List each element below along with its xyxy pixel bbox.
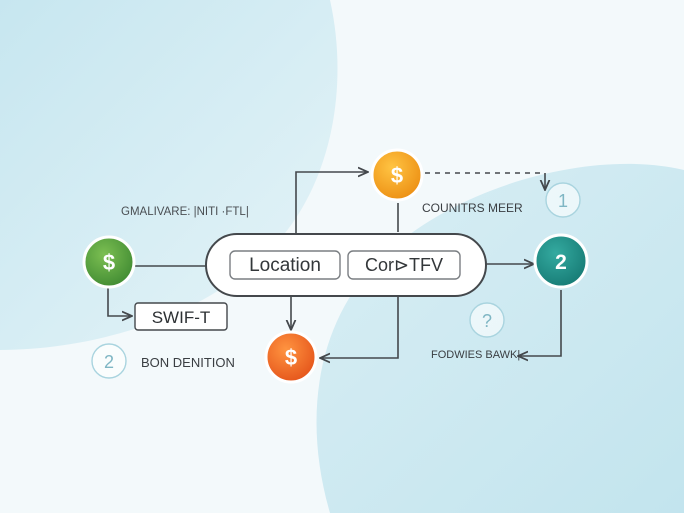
question-icon bbox=[469, 302, 505, 338]
dollar-icon: $ bbox=[103, 250, 115, 275]
background-blob-top-left bbox=[0, 0, 338, 350]
dollar-icon: $ bbox=[391, 163, 403, 188]
swift-label: SWIF-T bbox=[152, 308, 211, 327]
connector-pill-to-orange-top bbox=[295, 172, 368, 236]
badge-right-top-label: 1 bbox=[558, 191, 568, 211]
location-box bbox=[229, 250, 341, 280]
number-node-teal bbox=[533, 233, 589, 289]
badge-bottom-left bbox=[91, 343, 127, 379]
dollar-icon: $ bbox=[285, 345, 297, 370]
central-pill bbox=[205, 233, 487, 297]
left-top-label: GMALIVARE: |NITI ·FTL| bbox=[121, 206, 249, 218]
right-bottom-label: FODWIES BAWK| bbox=[431, 349, 520, 361]
dollar-node-orange-bottom bbox=[264, 330, 318, 384]
connectors bbox=[107, 172, 562, 358]
bottom-left-label: BON DENITION bbox=[141, 355, 235, 370]
background-blob-right bbox=[316, 163, 684, 513]
connector-teal-to-bottom-right bbox=[518, 290, 562, 356]
dollar-node-green bbox=[82, 235, 136, 289]
number-node-label: 2 bbox=[555, 251, 567, 274]
dollar-node-orange-top bbox=[370, 148, 424, 202]
right-top-label: COUNITRS MEER bbox=[422, 201, 523, 215]
cor-box bbox=[347, 250, 461, 280]
badge-bottom-left-label: 2 bbox=[104, 352, 114, 372]
question-icon-label: ? bbox=[482, 311, 492, 331]
cor-label: Cor⊳TFV bbox=[365, 255, 443, 275]
location-label: Location bbox=[249, 255, 321, 276]
connector-pill-to-orange-bottom-right bbox=[320, 297, 399, 358]
badge-right-top bbox=[545, 182, 581, 218]
swift-box bbox=[134, 302, 228, 331]
connector-green-to-swift bbox=[107, 288, 132, 316]
